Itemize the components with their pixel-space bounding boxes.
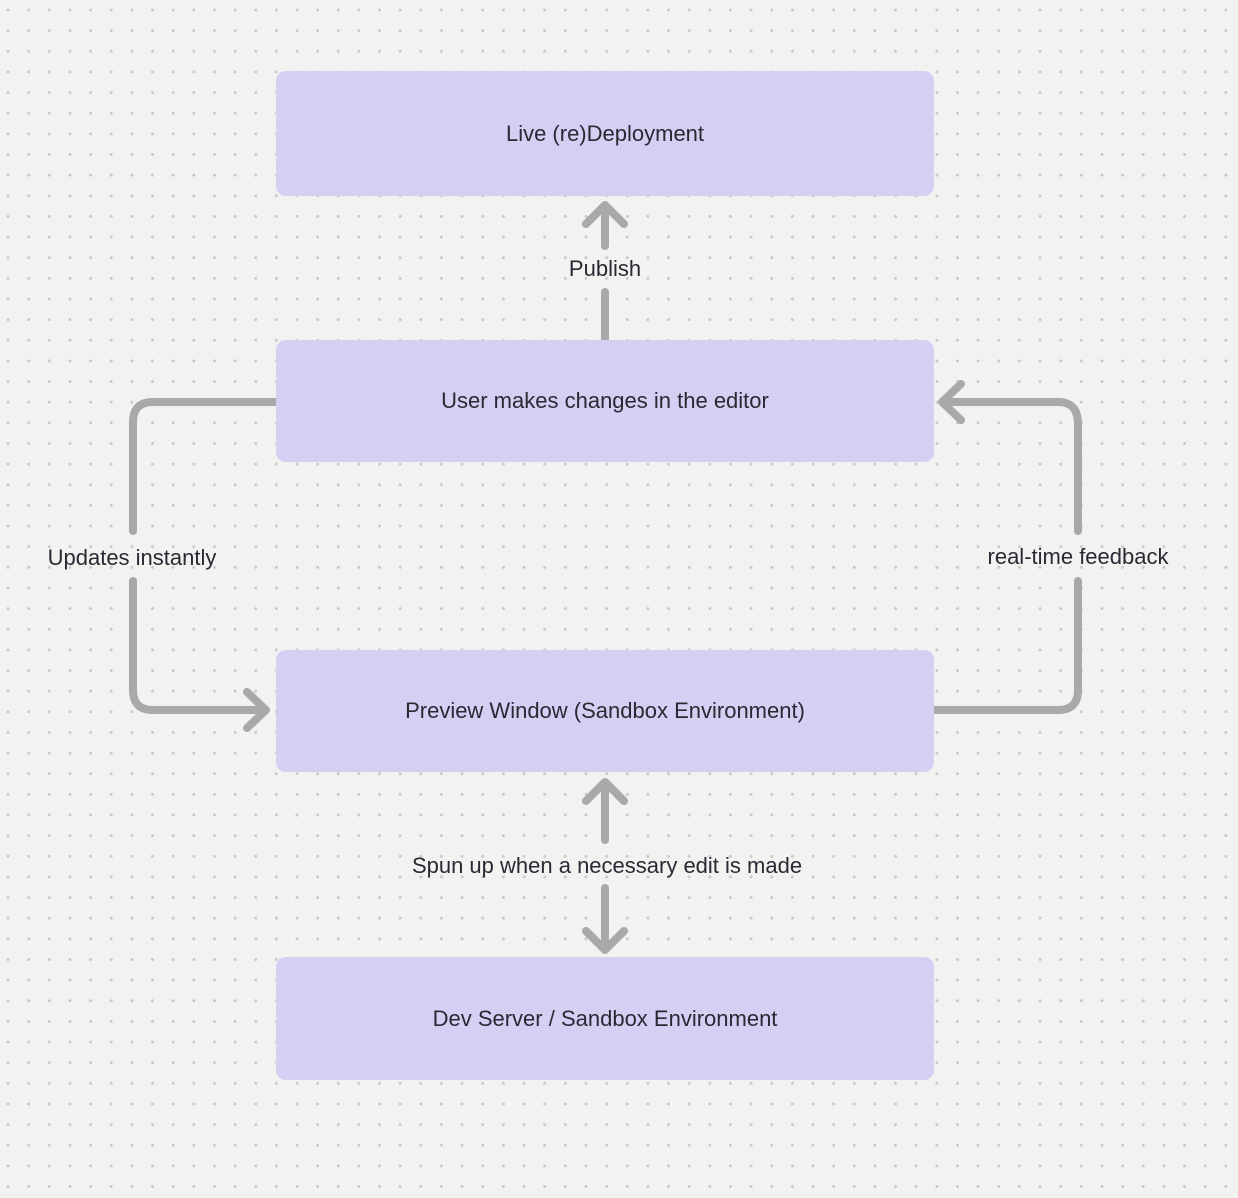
flow-node-editor-changes-label: User makes changes in the editor (441, 388, 769, 414)
edge-feedback-lower (930, 577, 1082, 714)
edge-label-updates-instantly: Updates instantly (47, 545, 217, 570)
edge-label-realtime-feedback: real-time feedback (987, 544, 1169, 569)
flow-node-preview-window-label: Preview Window (Sandbox Environment) (405, 698, 805, 724)
flow-node-live-deployment-label: Live (re)Deployment (505, 120, 705, 146)
edge-updates-upper (129, 398, 280, 535)
edge-label-spun-up: Spun up when a necessary edit is made (411, 853, 803, 878)
edge-updates-lower-arrow-right (129, 577, 270, 732)
edge-publish-arrow-up (582, 201, 628, 250)
edge-label-publish: Publish (568, 256, 642, 281)
edge-spun-arrow-up (582, 778, 628, 844)
flow-node-preview-window: Preview Window (Sandbox Environment) (276, 650, 934, 772)
edge-spun-arrow-down (582, 884, 628, 954)
edge-feedback-upper-arrow-left (938, 380, 1082, 535)
flow-node-dev-server-label: Dev Server / Sandbox Environment (432, 1005, 778, 1031)
flow-node-dev-server: Dev Server / Sandbox Environment (276, 957, 934, 1080)
flow-node-live-deployment: Live (re)Deployment (276, 71, 934, 196)
flow-node-editor-changes: User makes changes in the editor (276, 340, 934, 462)
